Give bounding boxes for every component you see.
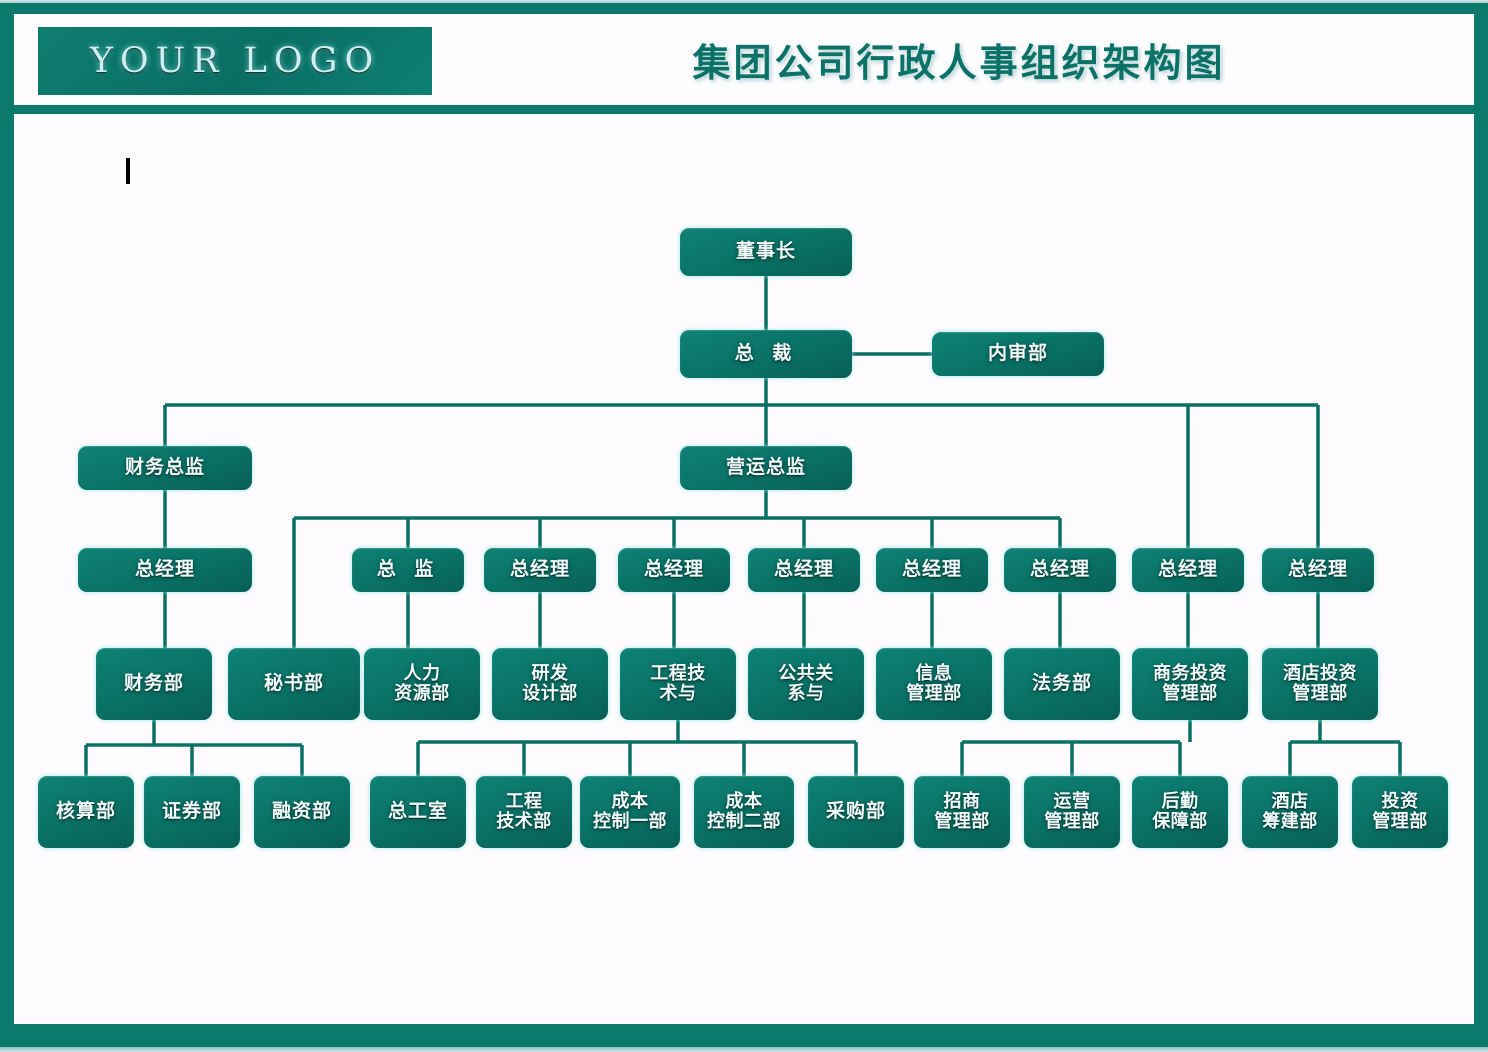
org-node[interactable]: 内审部	[932, 332, 1104, 376]
org-node[interactable]: 信息 管理部	[876, 648, 992, 720]
org-node[interactable]: 工程 技术部	[476, 776, 572, 848]
org-node[interactable]: 投资 管理部	[1352, 776, 1448, 848]
org-node[interactable]: 研发 设计部	[492, 648, 608, 720]
org-node[interactable]: 财务部	[96, 648, 212, 720]
org-node[interactable]: 酒店 筹建部	[1242, 776, 1338, 848]
org-node[interactable]: 商务投资 管理部	[1132, 648, 1248, 720]
org-chart-canvas: 董事长总 裁内审部财务总监营运总监总经理总 监总经理总经理总经理总经理总经理总经…	[14, 114, 1474, 1024]
org-node[interactable]: 总经理	[748, 548, 860, 592]
org-node[interactable]: 招商 管理部	[914, 776, 1010, 848]
org-node[interactable]: 总经理	[484, 548, 596, 592]
org-node[interactable]: 总经理	[1132, 548, 1244, 592]
org-node[interactable]: 总经理	[1004, 548, 1116, 592]
org-node[interactable]: 总工室	[370, 776, 466, 848]
page-title: 集团公司行政人事组织架构图	[692, 41, 1226, 85]
org-node[interactable]: 证券部	[144, 776, 240, 848]
org-node[interactable]: 总经理	[876, 548, 988, 592]
text-caret	[126, 158, 130, 184]
org-node[interactable]: 人力 资源部	[364, 648, 480, 720]
org-node[interactable]: 运营 管理部	[1024, 776, 1120, 848]
logo-text: YOUR LOGO	[89, 41, 381, 81]
org-node[interactable]: 采购部	[808, 776, 904, 848]
org-node[interactable]: 董事长	[680, 228, 852, 276]
org-node[interactable]: 成本 控制二部	[694, 776, 794, 848]
org-node[interactable]: 酒店投资 管理部	[1262, 648, 1378, 720]
org-node[interactable]: 总经理	[1262, 548, 1374, 592]
org-node[interactable]: 公共关 系与	[748, 648, 864, 720]
org-node[interactable]: 核算部	[38, 776, 134, 848]
org-node[interactable]: 成本 控制一部	[580, 776, 680, 848]
org-node[interactable]: 财务总监	[78, 446, 252, 490]
logo-box: YOUR LOGO	[35, 24, 435, 98]
org-node[interactable]: 总 裁	[680, 330, 852, 378]
org-node[interactable]: 总经理	[618, 548, 730, 592]
org-node[interactable]: 总经理	[78, 548, 252, 592]
org-node[interactable]: 营运总监	[680, 446, 852, 490]
org-node[interactable]: 秘书部	[228, 648, 360, 720]
org-node[interactable]: 后勤 保障部	[1132, 776, 1228, 848]
org-node[interactable]: 融资部	[254, 776, 350, 848]
org-node[interactable]: 法务部	[1004, 648, 1120, 720]
org-node[interactable]: 总 监	[352, 548, 464, 592]
org-node[interactable]: 工程技 术与	[620, 648, 736, 720]
header-band: YOUR LOGO 集团公司行政人事组织架构图	[14, 14, 1474, 105]
